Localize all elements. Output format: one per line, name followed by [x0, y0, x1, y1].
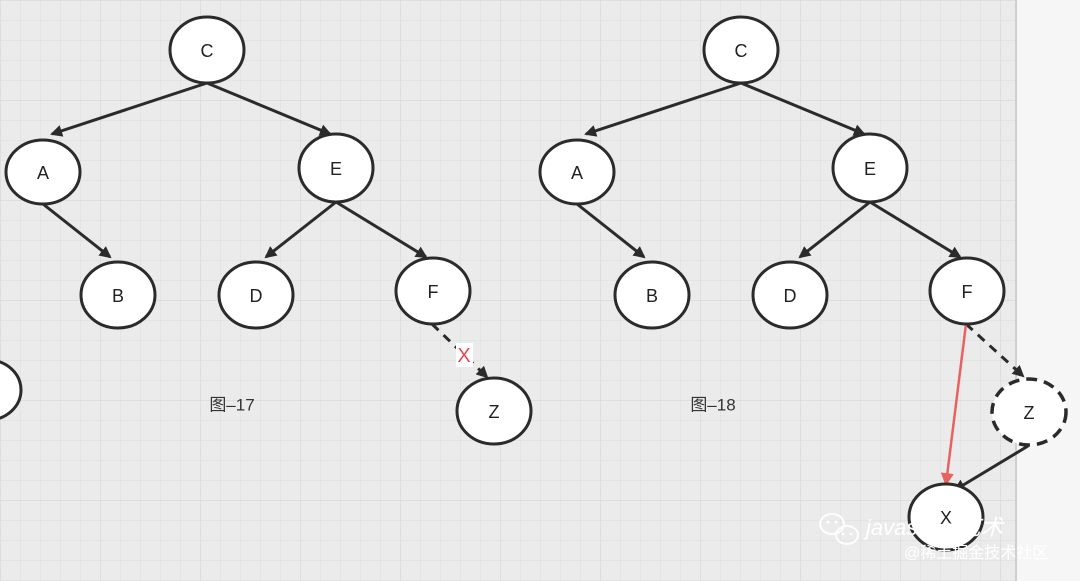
node-f: F [394, 256, 472, 326]
cut-mark-bg [456, 343, 473, 367]
node-e-label: E [330, 159, 342, 179]
wechat-icon [819, 513, 859, 545]
node-d-label: D [784, 286, 797, 306]
node-e: E [831, 132, 909, 204]
node-b-label: B [112, 286, 124, 306]
node-e-label: E [864, 159, 876, 179]
node-a-label: A [571, 163, 583, 183]
node-z-label: Z [1024, 403, 1035, 423]
edge-c-e [740, 81, 866, 136]
node-c: C [702, 15, 780, 85]
edge-e-f [335, 200, 428, 259]
tree-diagram-17: X C A E B D F Z 图–17 [4, 15, 533, 446]
node-a: A [538, 138, 616, 206]
watermark: javascript艺术 @稀土掘金技术社区 [819, 513, 1048, 562]
node-b-label: B [646, 286, 658, 306]
edge-c-a [50, 81, 208, 137]
node-c-label: C [735, 41, 748, 61]
edge-f-z-dashed [964, 322, 1025, 378]
edge-z-x [953, 444, 1029, 492]
node-b: B [613, 260, 691, 330]
watermark-title: javascript艺术 [863, 515, 1005, 540]
node-c-label: C [201, 41, 214, 61]
node-x: X [907, 482, 985, 552]
node-z-dashed: Z [990, 377, 1068, 447]
edge-e-f [869, 200, 962, 259]
cut-mark: X [457, 345, 470, 367]
node-x-label: X [940, 508, 952, 528]
node-d-label: D [250, 286, 263, 306]
tree-diagram-18: C A E B D F Z X 图–18 [538, 15, 1068, 552]
node-d: D [751, 260, 829, 330]
node-b: B [79, 260, 157, 330]
node-a: A [4, 138, 82, 206]
edge-e-d [798, 200, 871, 259]
node-f: F [928, 256, 1006, 326]
edge-a-b [576, 202, 646, 259]
node-z-label: Z [489, 402, 500, 422]
caption-17: 图–17 [209, 396, 254, 415]
edge-f-x-highlight [940, 323, 968, 487]
edge-c-e [206, 81, 332, 136]
node-f-label: F [428, 282, 439, 302]
node-a-label: A [37, 163, 49, 183]
node-f-label: F [962, 282, 973, 302]
watermark-subtitle: @稀土掘金技术社区 [904, 544, 1048, 562]
edge-a-b [42, 202, 112, 259]
node-d: D [217, 260, 295, 330]
edge-c-a [584, 81, 742, 137]
node-c: C [168, 15, 246, 85]
node-e: E [297, 132, 375, 204]
node-z: Z [455, 376, 533, 446]
edge-e-d [264, 200, 337, 259]
partial-node [0, 360, 23, 420]
side-panel [1016, 0, 1080, 581]
caption-18: 图–18 [690, 396, 735, 415]
